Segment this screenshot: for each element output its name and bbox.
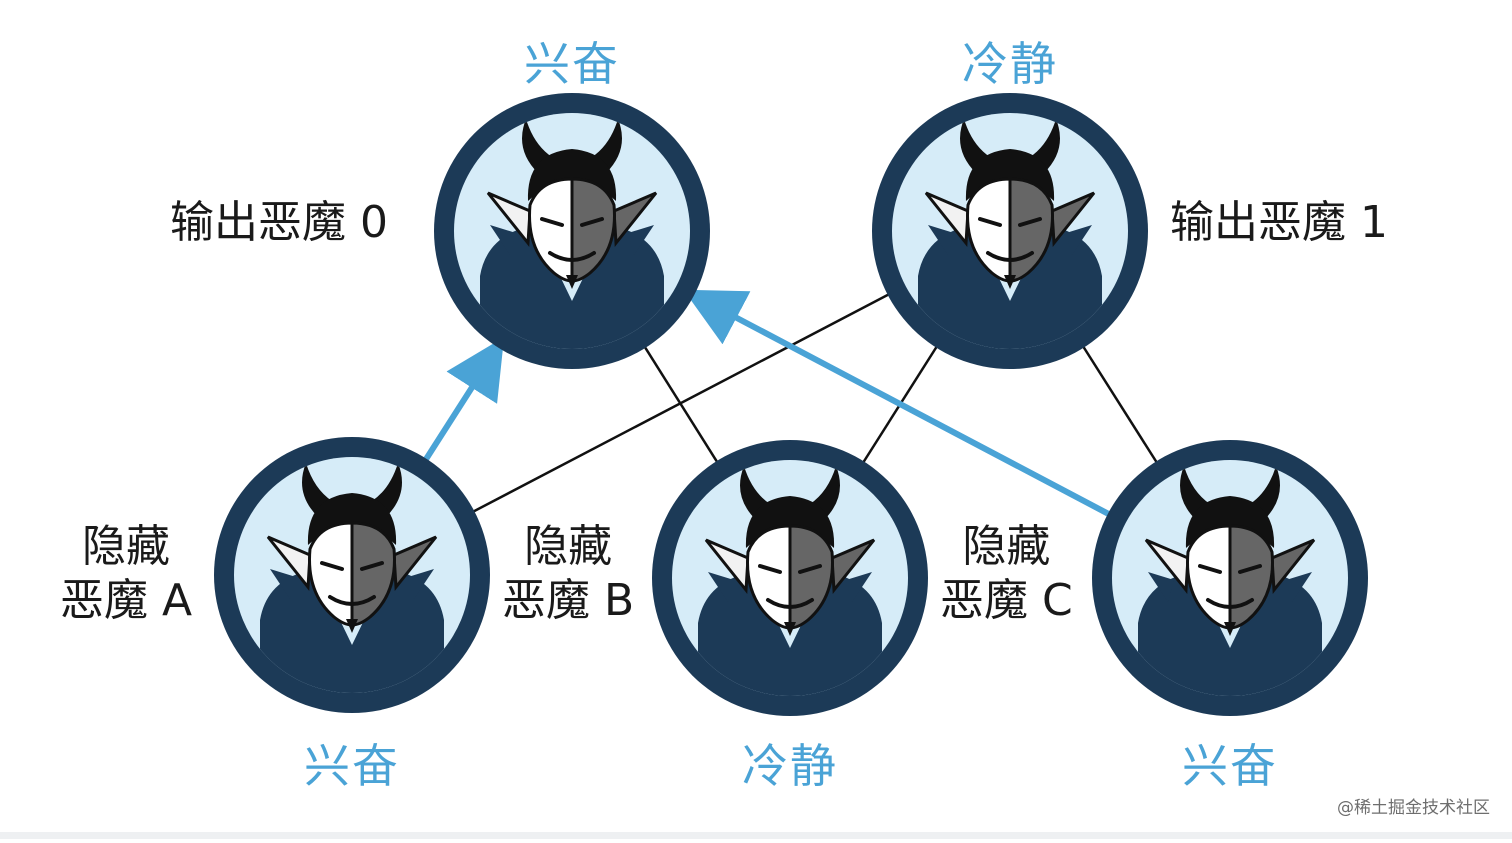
hiddenC-name-label: 隐藏 恶魔 C (940, 520, 1073, 628)
output1-name-label: 输出恶魔 1 (1170, 197, 1388, 248)
devil-icon (480, 119, 664, 349)
hiddenA-name-label: 隐藏 恶魔 A (60, 520, 192, 628)
bottom-divider (0, 832, 1512, 839)
hiddenA-node (214, 437, 490, 713)
hiddenC-name-line1: 隐藏 (962, 521, 1051, 572)
edge-hiddenB-output0-line (643, 345, 719, 464)
edge-hiddenA-output0-arrow (422, 337, 505, 463)
edge-hiddenC-output1-line (1081, 345, 1159, 464)
hiddenA-name-line1: 隐藏 (82, 521, 171, 572)
output1-node (872, 93, 1148, 369)
hiddenC-name-line2: 恶魔 C (940, 575, 1073, 626)
devil-icon (260, 463, 444, 693)
output0-name-label: 输出恶魔 0 (170, 197, 388, 248)
hiddenA-name-line2: 恶魔 A (60, 575, 193, 626)
watermark: @稀土掘金技术社区 (1337, 798, 1490, 818)
devil-icon (698, 466, 882, 696)
output0-node (434, 93, 710, 369)
hiddenB-name-line1: 隐藏 (524, 521, 613, 572)
hiddenB-state-label: 冷静 (742, 739, 838, 793)
hiddenC-state-label: 兴奋 (1182, 739, 1278, 793)
output1-state-label: 冷静 (962, 37, 1058, 91)
devil-icon (1138, 466, 1322, 696)
hiddenC-node (1092, 440, 1368, 716)
output0-state-label: 兴奋 (524, 37, 620, 91)
devil-icon (918, 119, 1102, 349)
hiddenB-node (652, 440, 928, 716)
edge-hiddenC-output0-arrow (683, 289, 1112, 518)
hiddenA-state-label: 兴奋 (304, 739, 400, 793)
hiddenB-name-label: 隐藏 恶魔 B (502, 520, 634, 628)
hiddenB-name-line2: 恶魔 B (502, 575, 635, 626)
nodes-layer (214, 93, 1368, 716)
connections-layer (422, 289, 1159, 518)
